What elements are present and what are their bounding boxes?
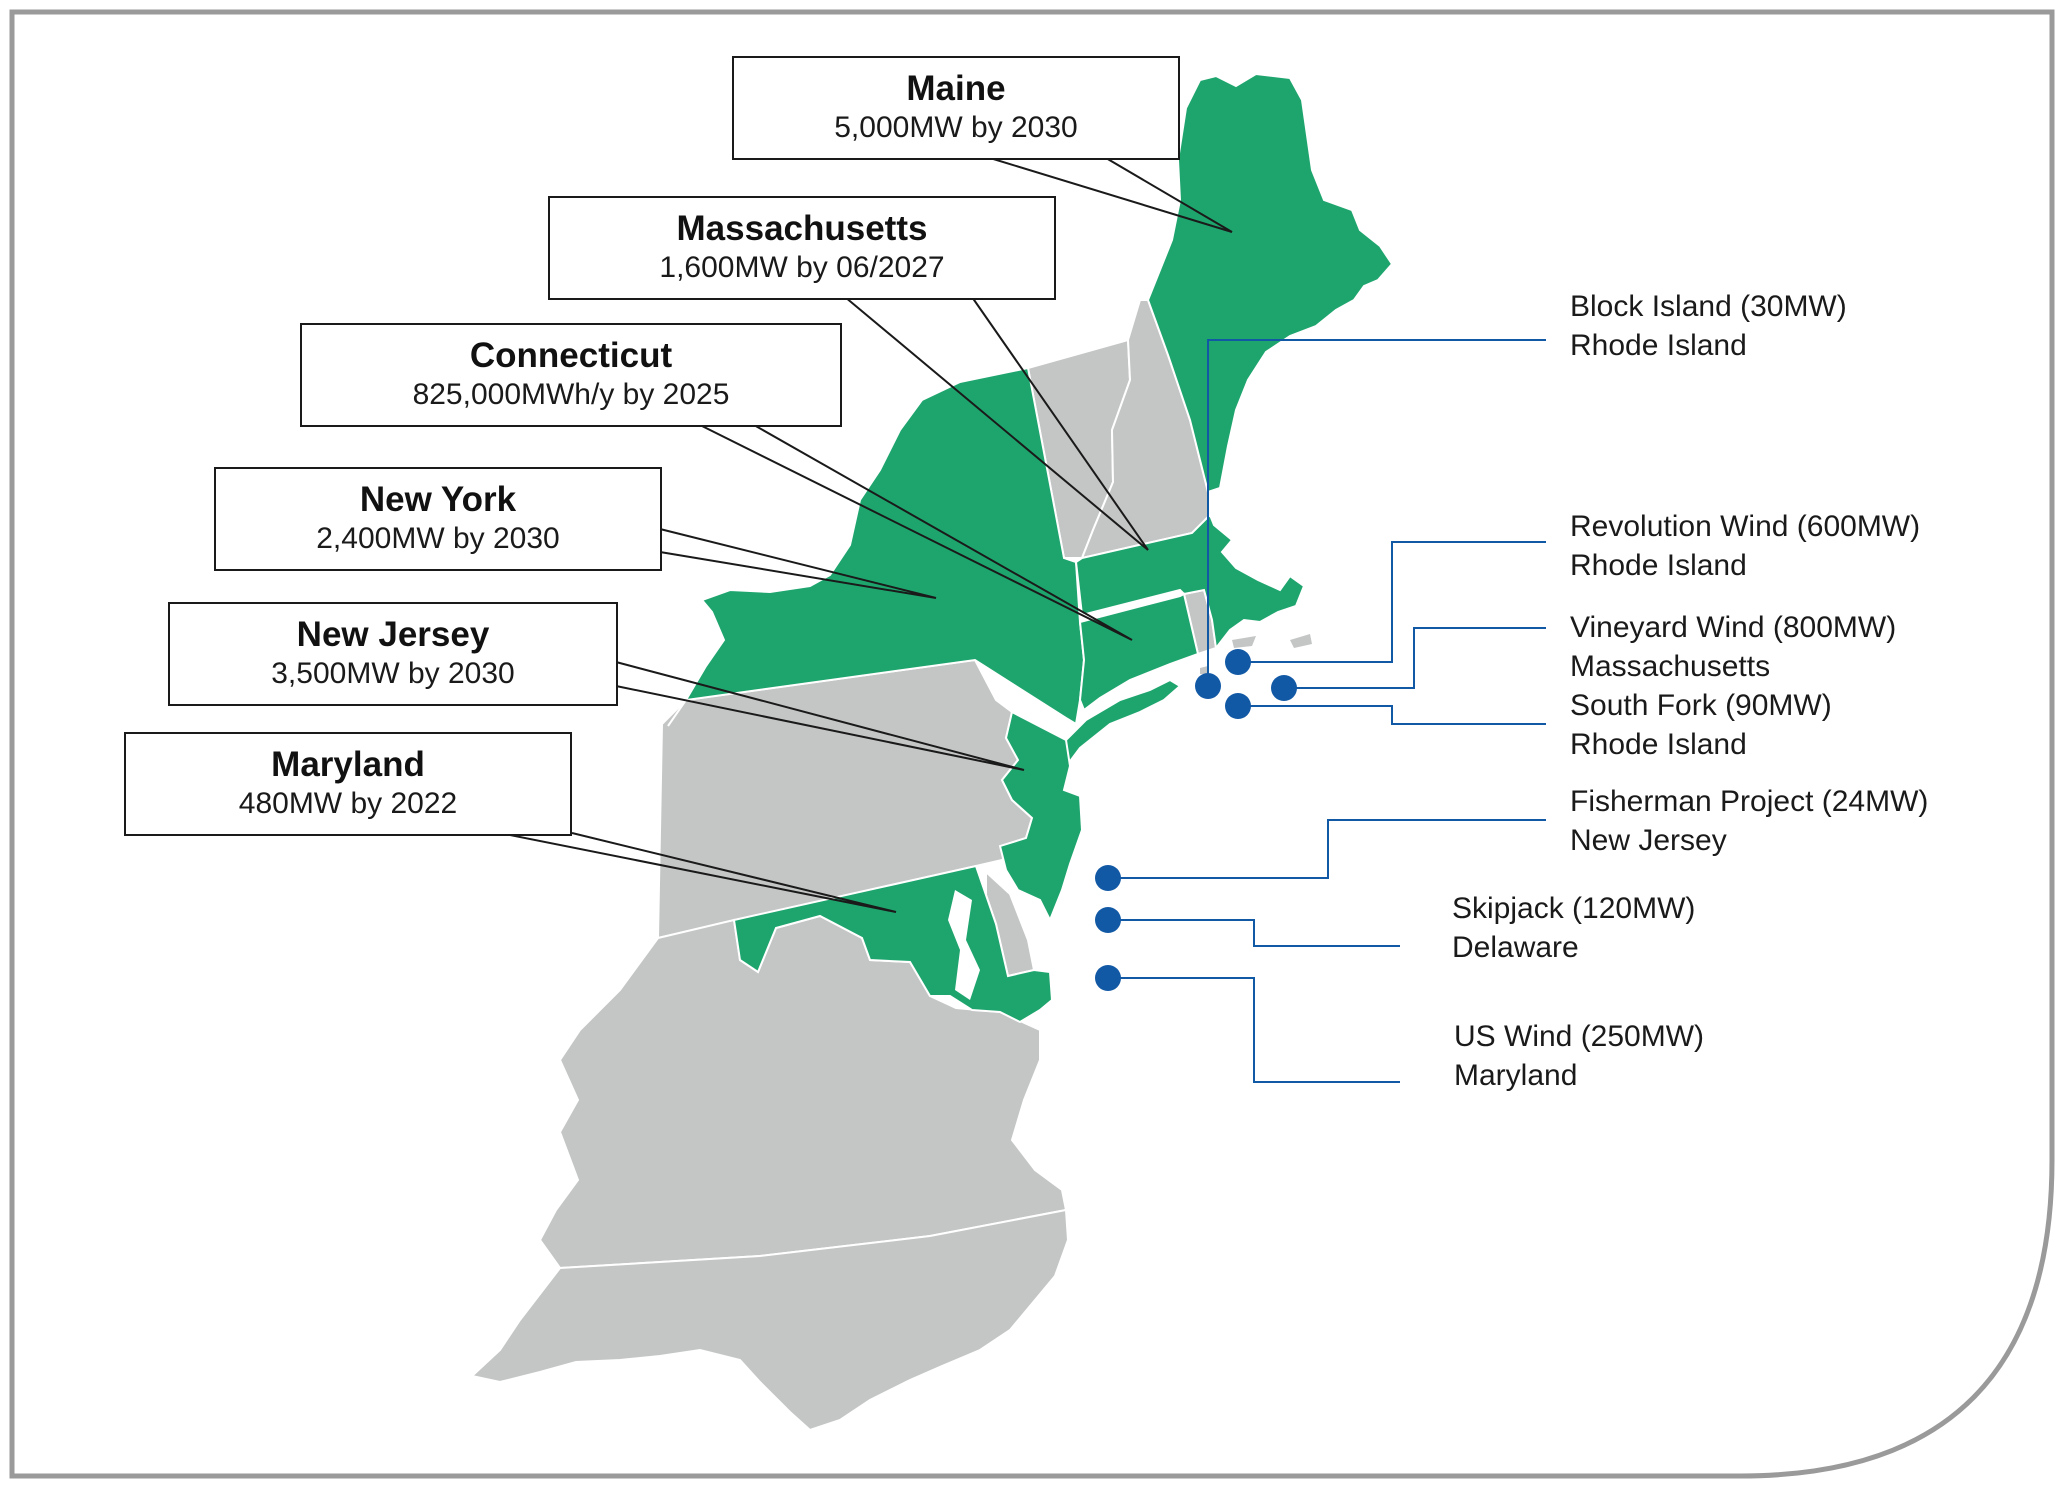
project-name: Block Island (30MW) <box>1570 290 1847 323</box>
project-state: Rhode Island <box>1570 329 1747 362</box>
project-label-block-island: Block Island (30MW) Rhode Island <box>1570 287 1847 365</box>
project-state: Massachusetts <box>1570 650 1771 683</box>
island-block <box>1200 666 1208 674</box>
leader-new-york <box>659 528 937 599</box>
state-box-new-jersey: New Jersey 3,500MW by 2030 <box>168 602 618 706</box>
state-box-connecticut: Connecticut 825,000MWh/y by 2025 <box>300 323 842 427</box>
project-label-us-wind: US Wind (250MW) Maryland <box>1454 1017 1704 1095</box>
state-target: 5,000MW by 2030 <box>834 111 1078 144</box>
state-target: 3,500MW by 2030 <box>271 657 515 690</box>
project-dot-vineyard-wind[interactable] <box>1271 675 1297 701</box>
project-name: South Fork (90MW) <box>1570 689 1832 722</box>
state-target: 480MW by 2022 <box>238 787 458 820</box>
project-state: Delaware <box>1452 931 1579 964</box>
connector-skipjack <box>1108 919 1400 947</box>
project-state: Rhode Island <box>1570 549 1747 582</box>
state-name: Massachusetts <box>676 209 928 248</box>
island-nantucket <box>1290 634 1312 648</box>
state-box-massachusetts: Massachusetts 1,600MW by 06/2027 <box>548 196 1056 300</box>
leader-maine <box>989 157 1233 233</box>
state-name: New York <box>359 480 517 519</box>
project-name: Revolution Wind (600MW) <box>1570 510 1921 543</box>
state-box-maine: Maine 5,000MW by 2030 <box>732 56 1180 160</box>
state-box-new-york: New York 2,400MW by 2030 <box>214 467 662 571</box>
project-state: New Jersey <box>1570 824 1727 857</box>
connector-south-fork <box>1238 705 1546 725</box>
connector-vineyard-wind <box>1284 627 1546 689</box>
state-massachusetts <box>1074 513 1306 651</box>
project-name: Vineyard Wind (800MW) <box>1570 611 1897 644</box>
project-dot-skipjack[interactable] <box>1095 907 1121 933</box>
state-connecticut <box>1078 592 1200 712</box>
project-label-revolution-wind: Revolution Wind (600MW) Rhode Island <box>1570 507 1920 585</box>
project-state: Maryland <box>1454 1059 1578 1092</box>
project-state: Rhode Island <box>1570 728 1747 761</box>
state-new-york <box>667 366 1086 727</box>
state-name: Maine <box>906 69 1006 108</box>
project-label-south-fork: South Fork (90MW) Rhode Island <box>1570 686 1832 764</box>
leader-new-jersey <box>615 661 1025 771</box>
project-dot-south-fork[interactable] <box>1225 693 1251 719</box>
state-target: 825,000MWh/y by 2025 <box>412 378 730 411</box>
leader-connecticut <box>699 424 1133 641</box>
connector-fisherman-project <box>1108 819 1546 879</box>
project-label-vineyard-wind: Vineyard Wind (800MW) Massachusetts <box>1570 608 1896 686</box>
project-dot-us-wind[interactable] <box>1095 965 1121 991</box>
project-dot-fisherman-project[interactable] <box>1095 865 1121 891</box>
state-new-jersey <box>998 710 1084 923</box>
project-dot-revolution-wind[interactable] <box>1225 649 1251 675</box>
state-name: Connecticut <box>469 336 673 375</box>
project-label-fisherman-project: Fisherman Project (24MW) New Jersey <box>1570 782 1928 860</box>
leader-maryland <box>499 832 897 913</box>
state-target: 2,400MW by 2030 <box>316 522 560 555</box>
state-name: Maryland <box>271 745 425 784</box>
state-target: 1,600MW by 06/2027 <box>659 251 945 284</box>
project-dot-block-island[interactable] <box>1195 673 1221 699</box>
connector-block-island <box>1207 339 1546 686</box>
leader-massachusetts <box>844 296 1149 551</box>
state-box-maryland: Maryland 480MW by 2022 <box>124 732 572 836</box>
project-name: Fisherman Project (24MW) <box>1570 785 1929 818</box>
page-frame <box>9 9 2055 1479</box>
state-north-carolina <box>469 1208 1070 1432</box>
state-name: New Jersey <box>296 615 490 654</box>
chesapeake-bay <box>948 890 980 1000</box>
connector-revolution-wind <box>1238 541 1546 663</box>
connector-us-wind <box>1108 977 1400 1083</box>
project-name: Skipjack (120MW) <box>1452 892 1696 925</box>
project-name: US Wind (250MW) <box>1454 1020 1705 1053</box>
island-marthas-vineyard <box>1232 636 1256 648</box>
project-label-skipjack: Skipjack (120MW) Delaware <box>1452 889 1695 967</box>
